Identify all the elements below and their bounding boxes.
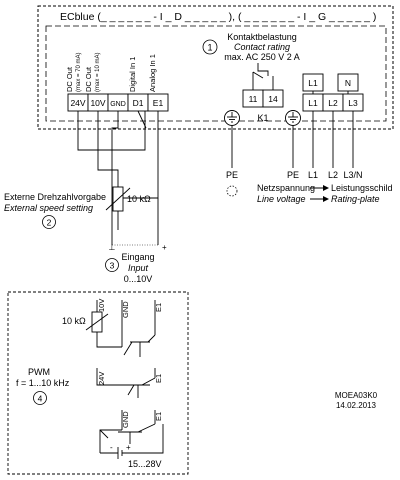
signal-wires (77, 111, 159, 245)
power-wires (231, 111, 354, 168)
pwm-minus: - (110, 443, 113, 452)
terminal-vertical-labels: DC Out (max = 70 mA) DC Out (max = 10 mA… (65, 52, 157, 92)
label-pe-2: PE (287, 170, 299, 180)
pwm-voltage: 15...28V (128, 459, 162, 469)
terminal-24v: 24V (70, 98, 85, 108)
terminal-10v: 10V (90, 98, 105, 108)
input-en: Input (128, 263, 149, 273)
supply-en: Line voltage (257, 194, 306, 204)
marker-2: 2 (47, 218, 52, 228)
pwm-plus: + (126, 443, 131, 452)
doc-date: 14.02.2013 (336, 401, 377, 410)
terminal-d1: D1 (133, 98, 144, 108)
input-plus: + (162, 243, 167, 252)
marker-4-circle (33, 391, 47, 405)
speed-en: External speed setting (4, 203, 93, 213)
pwm-bottom-section (99, 410, 164, 459)
label-l3n: L3/N (343, 170, 362, 180)
label-dc-out-2-max: (max = 10 mA) (95, 52, 101, 92)
power-top-l1: L1 (308, 78, 318, 88)
terminal-e1: E1 (153, 98, 164, 108)
marker-3: 3 (110, 261, 115, 271)
pwm-top-section (85, 300, 156, 357)
marker-1-circle (202, 39, 218, 55)
pwm-label: PWM (28, 367, 50, 377)
pwm-mid-section (96, 368, 156, 398)
input-de: Eingang (121, 252, 154, 262)
inner-frame (45, 25, 387, 122)
input-minus: ⊥ (109, 243, 116, 252)
supply-target-en: Rating-plate (331, 194, 380, 204)
marker-4: 4 (38, 394, 43, 404)
label-l2: L2 (328, 170, 338, 180)
pwm-bot-pin-e1: E1 (154, 412, 163, 421)
contact-title: Kontaktbelastung (227, 32, 297, 42)
supply-de: Netzspannung (257, 183, 315, 193)
power-l3: L3 (348, 98, 358, 108)
label-dc-out-1-max: (max = 70 mA) (76, 52, 82, 92)
label-dc-out-1: DC Out (65, 66, 74, 92)
label-l1: L1 (308, 170, 318, 180)
pwm-bot-pin-gnd: GND (121, 411, 130, 428)
pwm-frequency: f = 1...10 kHz (16, 378, 70, 388)
contact-value: max. AC 250 V 2 A (224, 52, 300, 62)
contact-subtitle: Contact rating (234, 42, 290, 52)
earth-icon-1 (224, 110, 240, 126)
pwm-box (7, 291, 189, 475)
power-l2: L2 (328, 98, 338, 108)
terminal-14: 14 (268, 94, 278, 104)
pwm-mid-pin-24v: 24V (97, 372, 106, 385)
pwm-top-pin-e1: E1 (154, 303, 163, 312)
pe-dotted-icon (226, 185, 238, 197)
power-l1: L1 (308, 98, 318, 108)
relay-label: K1 (257, 113, 268, 123)
relay-k1: 11 14 K1 (242, 63, 284, 123)
marker-3-circle (105, 258, 119, 272)
marker-2-circle (42, 215, 56, 229)
pwm-top-pin-gnd: GND (121, 301, 130, 318)
earth-icon-2 (285, 110, 301, 126)
label-pe-1: PE (226, 170, 238, 180)
label-digital-in: Digital In 1 (128, 57, 137, 92)
supply-target-de: Leistungsschild (331, 183, 393, 193)
terminal-gnd: GND (110, 101, 126, 108)
power-terminal-block: L1 N L1 L2 L3 (302, 73, 364, 112)
speed-de: Externe Drehzahlvorgabe (4, 192, 106, 202)
pot-value: 10 kΩ (127, 194, 151, 204)
signal-terminal-block: 24V 10V GND D1 E1 (67, 93, 169, 112)
pwm-mid-pin-e1: E1 (154, 374, 163, 383)
digital-switch (137, 110, 147, 129)
pwm-top-pin-10v: 10V (97, 299, 106, 312)
terminal-11: 11 (249, 94, 258, 104)
marker-1: 1 (207, 43, 212, 53)
power-top-n: N (345, 78, 351, 88)
label-dc-out-2: DC Out (84, 66, 93, 92)
label-analog-in: Analog In 1 (148, 54, 157, 92)
potentiometer (105, 186, 131, 212)
device-title: ECblue (_ _ _ _ _ _ - I _ D _ _ _ _ _ ),… (60, 11, 376, 23)
doc-code: MOEA03K0 (335, 391, 378, 400)
pwm-pot-value: 10 kΩ (62, 316, 86, 326)
input-range: 0...10V (124, 274, 153, 284)
device-housing (37, 5, 394, 130)
